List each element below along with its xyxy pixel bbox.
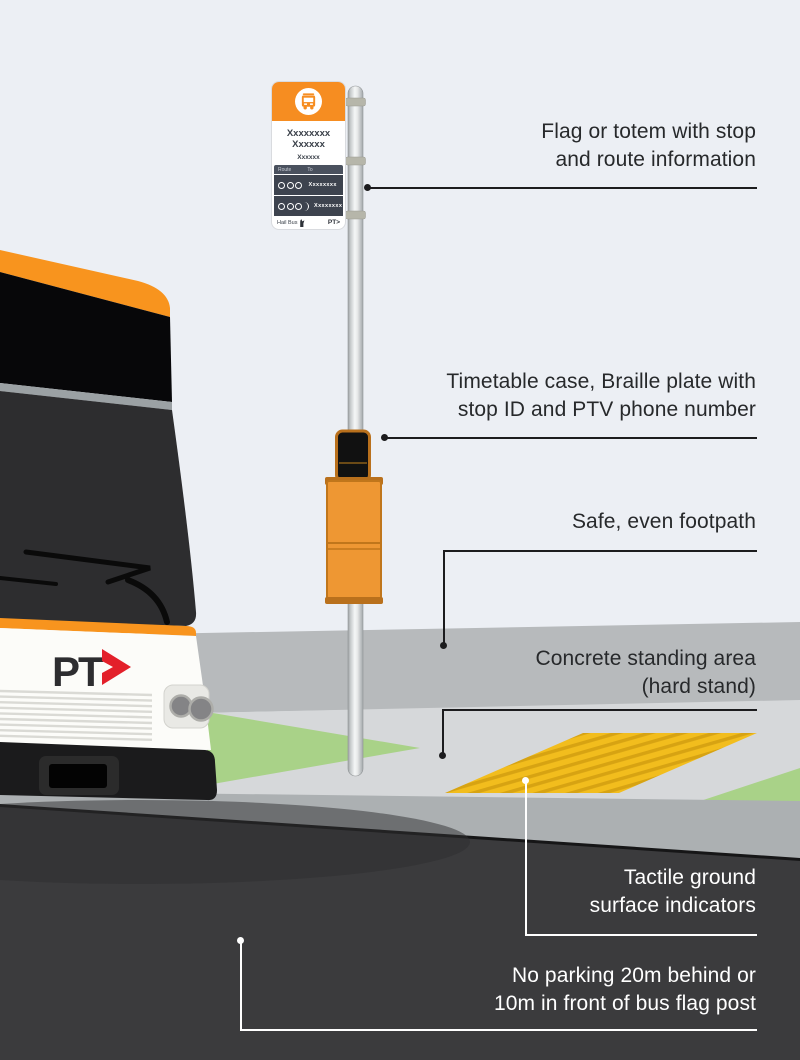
bus-windscreen-edge [125, 577, 170, 625]
timetable-case-bottom [325, 597, 383, 604]
bus-logo-text: PT [52, 648, 104, 695]
leader-footpath [443, 550, 445, 646]
stop-name-line2: Xxxxxx [292, 139, 325, 150]
route-bullet-icon [278, 181, 285, 189]
bus-windscreen [0, 391, 197, 626]
label-tactile: Tactile ground surface indicators [590, 864, 756, 920]
label-tactile-line1: Tactile ground [623, 866, 756, 889]
bus-orange-stripe [0, 618, 196, 636]
footpath-strip [150, 622, 800, 714]
bus-shadow [0, 800, 470, 884]
leader-no-parking [240, 941, 242, 1031]
leader-tactile [525, 781, 527, 936]
label-tactile-line2: surface indicators [589, 894, 756, 917]
label-no-parking-line1: No parking 20m behind or [511, 964, 756, 987]
label-footpath-line1: Safe, even footpath [571, 510, 756, 533]
stop-name-sub: Xxxxxx [297, 154, 320, 161]
bus-upper-window [0, 272, 172, 402]
leader-timetable [385, 437, 757, 439]
bus-window-trim [0, 383, 172, 410]
route-bullet-icon [278, 202, 285, 210]
route-bullet-icon [295, 202, 302, 210]
hail-bus-text: Hail Bus [277, 219, 298, 226]
to-column-label: To [307, 166, 313, 173]
label-timetable: Timetable case, Braille plate with stop … [446, 368, 756, 424]
bus-light [169, 694, 193, 718]
label-flag-line1: Flag or totem with stop [541, 120, 756, 143]
hail-bus-label: Hail Bus [277, 218, 305, 227]
braille-plate [335, 429, 371, 483]
bus-roof-stripe [0, 250, 170, 317]
bus-stop-flag: Xxxxxxxx Xxxxxx Xxxxxx Route To Xxxxxxxx… [272, 82, 345, 229]
bus-light [188, 696, 214, 722]
ptv-arrow-icon [102, 649, 131, 685]
bus-grille [0, 689, 153, 741]
route-destination: Xxxxxxxx [308, 182, 337, 188]
label-timetable-line2: stop ID and PTV phone number [457, 398, 756, 421]
pole-clamp [345, 210, 366, 220]
leader-tactile-dot [522, 777, 529, 784]
flag-footer: Hail Bus PT> [272, 216, 345, 229]
route-row: Xxxxxxxx [274, 196, 343, 216]
route-row: Xxxxxxxx [274, 175, 343, 195]
leader-no-parking-dot [237, 937, 244, 944]
label-flag-line2: and route information [555, 148, 756, 171]
label-no-parking-line2: 10m in front of bus flag post [493, 992, 756, 1015]
leader-hard-stand-dot [439, 752, 446, 759]
label-flag: Flag or totem with stop and route inform… [541, 118, 756, 174]
label-hard-stand-line1: Concrete standing area [535, 647, 756, 670]
leader-no-parking [240, 1029, 757, 1031]
bus-wiper [0, 576, 58, 586]
leader-footpath [443, 550, 757, 552]
route-column-label: Route [278, 166, 292, 173]
label-no-parking: No parking 20m behind or 10m in front of… [494, 962, 756, 1018]
stop-name-block: Xxxxxxxx Xxxxxx Xxxxxx [272, 121, 345, 165]
label-footpath: Safe, even footpath [572, 508, 756, 536]
flag-header [272, 82, 345, 121]
hail-hand-icon [300, 219, 305, 227]
leader-tactile [525, 934, 757, 936]
leader-timetable-dot [381, 434, 388, 441]
flag-ptv-logo: PT> [327, 219, 340, 226]
leader-hard-stand [442, 709, 757, 711]
route-destination: Xxxxxxxx [314, 203, 343, 209]
bus-icon [295, 88, 322, 115]
grass-left [207, 712, 420, 785]
leader-flag [368, 187, 757, 189]
timetable-case [326, 480, 382, 600]
label-hard-stand: Concrete standing area (hard stand) [535, 645, 756, 701]
label-timetable-line1: Timetable case, Braille plate with [446, 370, 756, 393]
bus-number-plate [49, 764, 107, 788]
route-continues-icon [304, 201, 309, 211]
route-bullet-icon [295, 181, 302, 189]
leader-flag-dot [364, 184, 371, 191]
route-header-row: Route To [274, 165, 343, 174]
label-hard-stand-line2: (hard stand) [641, 675, 756, 698]
pole-clamp [345, 97, 366, 107]
route-bullet-icon [286, 202, 294, 210]
bus-icon-glyph [301, 93, 316, 110]
bus: PT [0, 250, 217, 801]
route-bullet-icon [286, 181, 294, 189]
leader-footpath-dot [440, 642, 447, 649]
stop-name-line1: Xxxxxxxx [286, 128, 331, 139]
pole-clamp [345, 156, 366, 166]
bus-wiper [23, 549, 151, 585]
leader-hard-stand [442, 709, 444, 755]
